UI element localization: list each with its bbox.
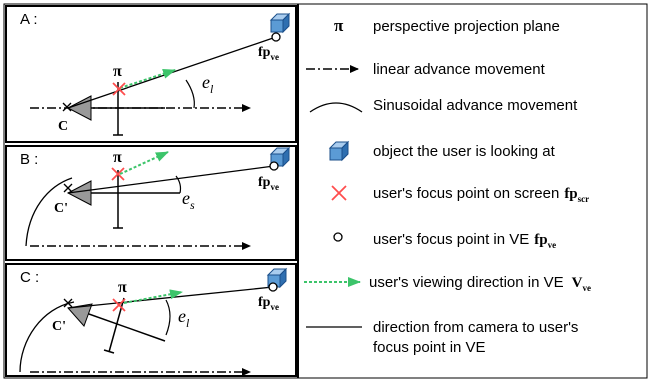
- plane-symbol: π: [113, 63, 122, 80]
- camera-label: C': [54, 201, 68, 216]
- angle-arc: [175, 175, 182, 194]
- legend-item-direction-line2: focus point in VE: [373, 339, 486, 356]
- panel-b-label: B :: [20, 151, 38, 168]
- legend-item-plane: perspective projection plane: [373, 18, 560, 35]
- panel-a-frame: [5, 5, 297, 143]
- camera-icon: [67, 303, 93, 327]
- camera-to-focus-line: [67, 36, 277, 109]
- svg-text:fpve: fpve: [258, 295, 279, 312]
- outer-border: [3, 3, 648, 379]
- svg-text:fpve: fpve: [258, 45, 279, 62]
- viewing-direction-arrow: [119, 68, 176, 89]
- svg-text:el: el: [178, 306, 190, 330]
- camera-to-focus-line: [67, 286, 274, 309]
- legend-item-sinusoidal: Sinusoidal advance movement: [373, 97, 578, 114]
- camera-to-focus-line: [67, 165, 275, 194]
- svg-text:es: es: [182, 188, 195, 212]
- legend: π perspective projection plane linear ad…: [304, 16, 591, 356]
- panel-c-frame: [5, 263, 297, 377]
- sinusoidal-movement-curve: [19, 301, 75, 373]
- viewing-direction-arrow: [119, 151, 169, 175]
- angle-arc: [185, 79, 195, 109]
- panel-b-frame: [5, 145, 297, 261]
- legend-curve-icon: [309, 102, 363, 113]
- svg-text:fpve: fpve: [258, 175, 279, 192]
- legend-cube-icon: [329, 141, 349, 161]
- camera-icon: [66, 180, 92, 206]
- camera-label: C: [58, 119, 68, 134]
- focus-point-icon: [269, 161, 279, 171]
- camera-icon: [66, 95, 92, 121]
- panel-b: B : π C' es fpve: [5, 145, 297, 261]
- angle-arc: [165, 299, 171, 336]
- focus-point-icon: [268, 282, 278, 292]
- focus-point-icon: [271, 32, 281, 42]
- cube-icon: [270, 13, 290, 33]
- camera-label: C': [52, 319, 66, 334]
- panel-a-label: A :: [20, 11, 38, 28]
- svg-text:el: el: [202, 72, 214, 96]
- legend-item-object: object the user is looking at: [373, 143, 556, 160]
- plane-symbol: π: [113, 149, 122, 166]
- legend-circle-icon: [333, 232, 343, 242]
- legend-item-linear: linear advance movement: [373, 61, 546, 78]
- panel-c-label: C :: [20, 269, 39, 286]
- panel-c: C : π C' el fpve: [5, 263, 297, 377]
- legend-pi-symbol: π: [334, 16, 344, 35]
- panel-a: A : π C el fpve: [5, 5, 297, 143]
- legend-item-direction-line1: direction from camera to user's: [373, 319, 578, 336]
- sinusoidal-movement-curve: [25, 177, 73, 247]
- plane-symbol: π: [118, 279, 127, 296]
